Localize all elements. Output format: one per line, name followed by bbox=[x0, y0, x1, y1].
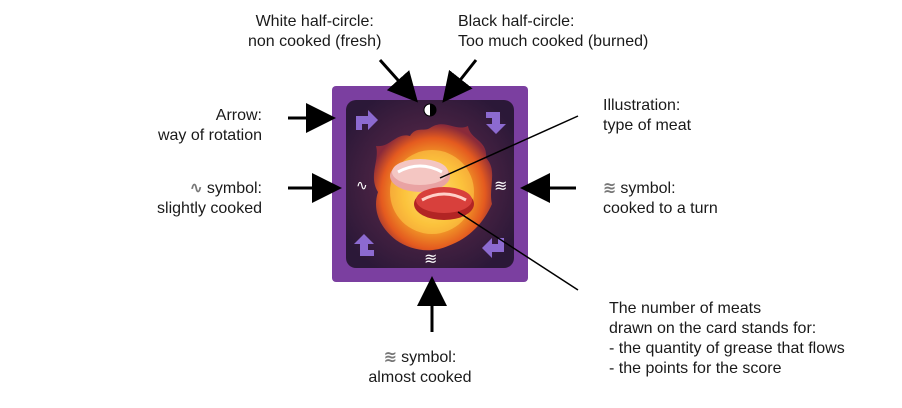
tile-card: ∿ ≋ ≋ bbox=[332, 86, 528, 282]
leader-arrows bbox=[288, 58, 576, 332]
label-slightly-cooked: ∿symbol: slightly cooked bbox=[100, 178, 262, 219]
label-line: drawn on the card stands for: bbox=[609, 320, 817, 337]
arrow-white-half bbox=[378, 58, 419, 103]
wave-symbol-icon: ≋ bbox=[603, 178, 617, 197]
label-illustration: Illustration: type of meat bbox=[603, 96, 691, 136]
wave-symbol-icon: ≋ bbox=[494, 176, 507, 195]
label-line: cooked to a turn bbox=[603, 200, 718, 217]
label-line: The number of meats bbox=[609, 300, 762, 317]
line-number-meats bbox=[457, 211, 579, 291]
label-line: - the quantity of grease that flows bbox=[609, 340, 845, 357]
wave-symbol-icon: ∿ bbox=[189, 178, 203, 197]
label-line: slightly cooked bbox=[157, 200, 262, 217]
leader-lines bbox=[439, 115, 579, 291]
rotation-arrow-icon bbox=[354, 234, 374, 256]
wave-symbol-icon: ≋ bbox=[383, 347, 398, 366]
label-cooked-to-a-turn: ≋symbol: cooked to a turn bbox=[603, 178, 718, 219]
label-line: way of rotation bbox=[157, 127, 262, 144]
label-line: ∿symbol: bbox=[100, 178, 262, 199]
label-line: Black half-circle: bbox=[458, 13, 575, 30]
label-arrow: Arrow: way of rotation bbox=[120, 106, 262, 146]
label-line: - the points for the score bbox=[609, 360, 782, 377]
label-line: White half-circle: bbox=[255, 13, 374, 30]
label-line: non cooked (fresh) bbox=[248, 33, 382, 50]
label-line: almost cooked bbox=[368, 369, 472, 386]
label-line: Illustration: bbox=[603, 97, 681, 114]
label-line: Arrow: bbox=[215, 107, 262, 124]
label-text: symbol: bbox=[620, 180, 676, 197]
line-illustration bbox=[439, 115, 579, 179]
half-circle-icon bbox=[423, 103, 437, 117]
label-black-half-circle: Black half-circle: Too much cooked (burn… bbox=[458, 12, 648, 52]
rotation-arrow-icon bbox=[356, 110, 378, 130]
label-almost-cooked: ≋symbol: almost cooked bbox=[345, 347, 495, 388]
rotation-arrow-icon bbox=[482, 238, 504, 258]
label-line: Too much cooked (burned) bbox=[458, 33, 649, 50]
label-line: ≋symbol: bbox=[345, 347, 495, 368]
label-text: symbol: bbox=[401, 349, 457, 366]
label-number-of-meats: The number of meats drawn on the card st… bbox=[609, 299, 845, 379]
label-line: type of meat bbox=[603, 117, 692, 134]
label-line: ≋symbol: bbox=[603, 178, 718, 199]
meat-steak-icon bbox=[390, 159, 450, 192]
meat-steak-icon bbox=[414, 187, 474, 220]
wave-symbol-icon: ∿ bbox=[356, 178, 368, 194]
label-text: symbol: bbox=[206, 180, 262, 197]
arrow-black-half bbox=[442, 59, 478, 103]
label-white-half-circle: White half-circle: non cooked (fresh) bbox=[248, 12, 381, 52]
rotation-arrow-icon bbox=[486, 112, 506, 134]
wave-symbol-icon: ≋ bbox=[424, 249, 437, 268]
